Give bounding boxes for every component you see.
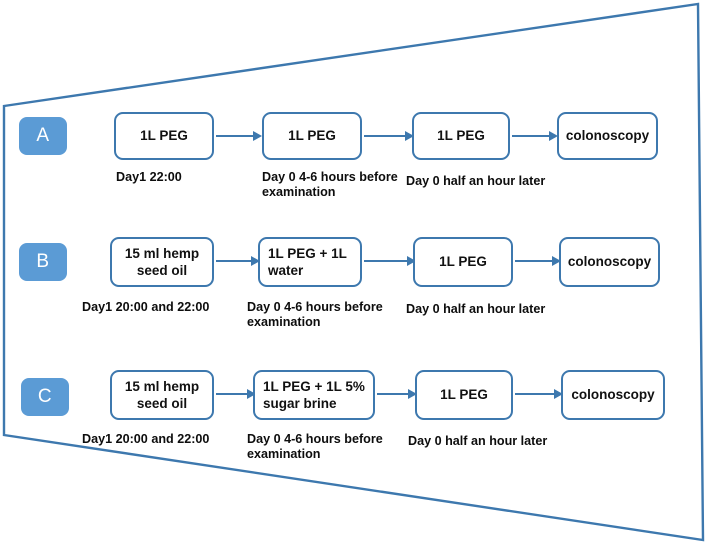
row-badge-c: C: [21, 378, 69, 416]
row-a-step-2-caption: Day 0 4-6 hours before examination: [262, 170, 398, 200]
row-b-step-4-box[interactable]: colonoscopy: [559, 237, 660, 287]
row-a-arrow-3: [512, 130, 558, 142]
row-b-arrow-1: [216, 255, 260, 267]
row-b-step-1-caption: Day1 20:00 and 22:00: [82, 300, 210, 314]
row-c-arrow-2: [377, 388, 417, 400]
row-badge-a: A: [19, 117, 67, 155]
row-a-step-1-caption: Day1 22:00: [116, 170, 182, 184]
row-c-step-3-caption: Day 0 half an hour later: [408, 434, 548, 448]
row-c-step-3-box[interactable]: 1L PEG: [415, 370, 513, 420]
row-b-step-3-caption: Day 0 half an hour later: [406, 302, 546, 316]
row-c-step-1-box[interactable]: 15 ml hemp seed oil: [110, 370, 214, 420]
row-b-step-1-box[interactable]: 15 ml hemp seed oil: [110, 237, 214, 287]
row-b-step-2-box[interactable]: 1L PEG + 1L water: [258, 237, 362, 287]
row-c-arrow-1: [216, 388, 256, 400]
row-a-step-2-box[interactable]: 1L PEG: [262, 112, 362, 160]
row-a-arrow-1: [216, 130, 262, 142]
row-b-step-3-box[interactable]: 1L PEG: [413, 237, 513, 287]
row-a-step-3-box[interactable]: 1L PEG: [412, 112, 510, 160]
row-c-step-2-caption: Day 0 4-6 hours before examination: [247, 432, 383, 462]
row-badge-b: B: [19, 243, 67, 281]
row-a-step-1-box[interactable]: 1L PEG: [114, 112, 214, 160]
row-a-arrow-2: [364, 130, 414, 142]
row-a-step-4-box[interactable]: colonoscopy: [557, 112, 658, 160]
row-c-step-1-caption: Day1 20:00 and 22:00: [82, 432, 210, 446]
row-c-step-4-box[interactable]: colonoscopy: [561, 370, 665, 420]
row-b-arrow-2: [364, 255, 416, 267]
row-a-step-3-caption: Day 0 half an hour later: [406, 174, 546, 188]
row-c-arrow-3: [515, 388, 563, 400]
row-b-arrow-3: [515, 255, 561, 267]
row-b-step-2-caption: Day 0 4-6 hours before examination: [247, 300, 383, 330]
row-c-step-2-box[interactable]: 1L PEG + 1L 5% sugar brine: [253, 370, 375, 420]
